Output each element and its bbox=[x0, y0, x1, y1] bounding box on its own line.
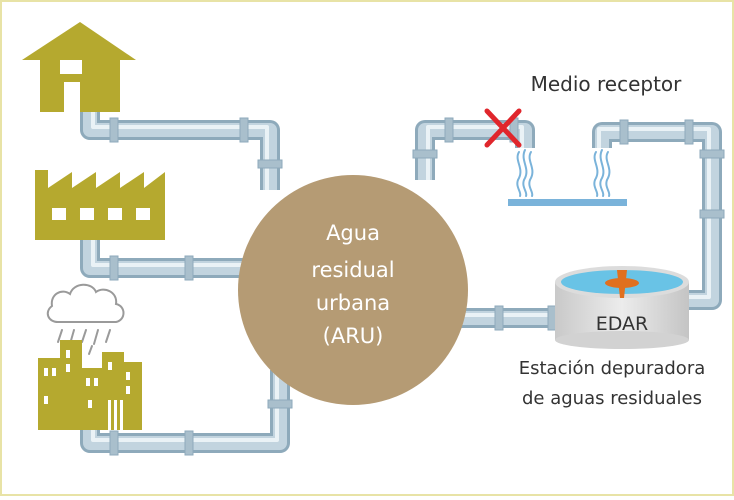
cross-icon bbox=[484, 108, 522, 148]
receptor-label: Medio receptor bbox=[531, 72, 683, 96]
edar-caption-line1: Estación depuradora bbox=[519, 358, 706, 379]
edar-tank: EDAR bbox=[555, 266, 689, 349]
factory-icon bbox=[35, 170, 165, 240]
aru-label-line1: Agua bbox=[326, 221, 380, 245]
city-buildings-icon bbox=[38, 340, 142, 430]
aru-label-line3: urbana bbox=[316, 291, 390, 315]
aru-label-line4: (ARU) bbox=[323, 324, 384, 348]
receptor-water-surface bbox=[508, 199, 627, 206]
water-streams-icon bbox=[516, 149, 611, 197]
pipe-joints bbox=[109, 117, 725, 456]
aru-label-line2: residual bbox=[311, 258, 394, 282]
rotor-icon bbox=[605, 270, 639, 298]
house-icon bbox=[22, 22, 136, 112]
edar-label: EDAR bbox=[596, 313, 649, 335]
aru-circle: Agua residual urbana (ARU) bbox=[238, 175, 468, 405]
edar-caption-line2: de aguas residuales bbox=[522, 388, 702, 409]
